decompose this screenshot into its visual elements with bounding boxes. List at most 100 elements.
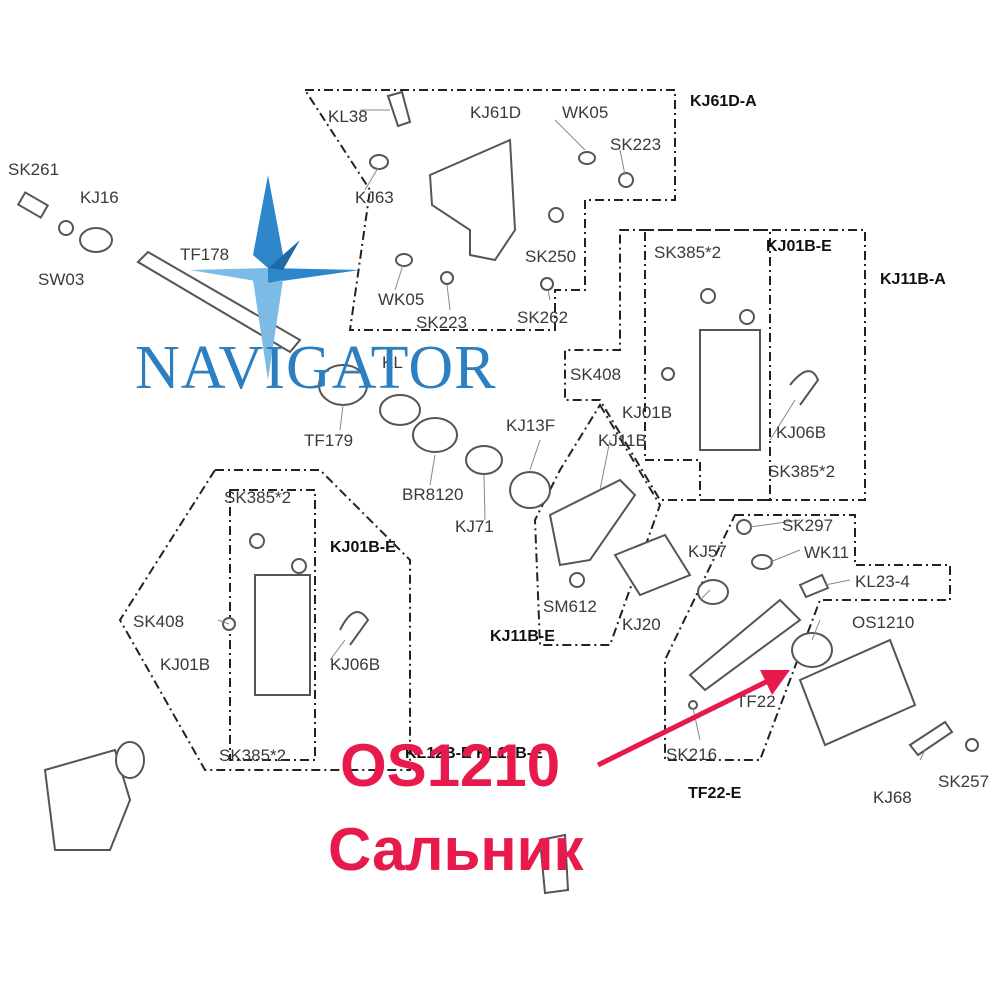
group-label-kj11b-a: KJ11B-A bbox=[880, 271, 946, 288]
group-label-tf22-e: TF22-E bbox=[688, 785, 742, 802]
plate-kl38 bbox=[386, 90, 412, 128]
washer-wk05-bottom bbox=[395, 253, 413, 267]
label-kj06b-top: KJ06B bbox=[776, 423, 826, 442]
group-outline-kj11b-e bbox=[533, 403, 662, 646]
plate-kl23-4 bbox=[798, 573, 830, 599]
label-sk223-bottom: SK223 bbox=[416, 313, 467, 332]
screw-sk223-top bbox=[618, 172, 634, 188]
washer-unlabeled bbox=[379, 394, 421, 426]
screw-sk385-top-b bbox=[739, 309, 755, 325]
part-kj63 bbox=[369, 154, 389, 170]
label-sm612: SM612 bbox=[543, 597, 597, 616]
housing-bottom-left bbox=[43, 748, 132, 851]
group-label-kj11b-e: KJ11B-E bbox=[490, 628, 555, 645]
label-wk11: WK11 bbox=[804, 543, 849, 562]
washer-sw03 bbox=[58, 220, 74, 236]
label-kl-partial: KL bbox=[382, 353, 403, 372]
group-outline-tf22-e bbox=[664, 514, 951, 761]
group-outline-kj01b-e-left bbox=[229, 489, 316, 761]
label-kj68: KJ68 bbox=[873, 788, 912, 807]
clamp-kj01b-top bbox=[699, 329, 761, 451]
label-os1210: OS1210 bbox=[852, 613, 914, 632]
label-sk385-top-a: SK385*2 bbox=[654, 243, 721, 262]
label-sk261: SK261 bbox=[8, 160, 59, 179]
label-kj01b-left: KJ01B bbox=[160, 655, 210, 674]
label-kj16: KJ16 bbox=[80, 188, 119, 207]
group-outline-kj61d-a bbox=[303, 89, 676, 331]
label-sk385-left-a: SK385*2 bbox=[224, 488, 291, 507]
label-sw03: SW03 bbox=[38, 270, 84, 289]
shaft-end-bottom-left bbox=[115, 741, 145, 779]
label-kj11b: KJ11B bbox=[598, 431, 647, 450]
screw-sk216 bbox=[688, 700, 698, 710]
label-kj63: KJ63 bbox=[355, 188, 394, 207]
screw-sk257 bbox=[965, 738, 979, 752]
label-sk262: SK262 bbox=[517, 308, 568, 327]
group-label-kj01b-e-left: KJ01B-E bbox=[330, 539, 396, 556]
screw-sk261 bbox=[16, 191, 50, 219]
group-outline-kj11b-a bbox=[564, 229, 866, 501]
label-sk257: SK257 bbox=[938, 772, 989, 791]
label-wk05-top: WK05 bbox=[562, 103, 608, 122]
washer-wk11 bbox=[751, 554, 773, 570]
screw-sk385-left-b bbox=[291, 558, 307, 574]
main-shaft bbox=[136, 250, 302, 354]
washer-kj57 bbox=[697, 579, 729, 605]
bracket-kj61d bbox=[428, 138, 517, 262]
pin-kj20 bbox=[613, 533, 692, 597]
group-label-kj61d-a: KJ61D-A bbox=[690, 93, 757, 110]
oil-seal-os1210 bbox=[791, 632, 833, 668]
washer-wk05-top bbox=[578, 151, 596, 165]
label-kl38: KL38 bbox=[328, 107, 368, 126]
label-kj01b-top: KJ01B bbox=[622, 403, 672, 422]
leader-lines bbox=[217, 109, 926, 761]
washer-kj16 bbox=[79, 227, 113, 253]
label-sk385-left-b: SK385*2 bbox=[219, 746, 286, 765]
label-kj61d: KJ61D bbox=[470, 103, 521, 122]
callout-arrow-shaft bbox=[596, 677, 772, 768]
clamp-kj01b-left bbox=[254, 574, 311, 696]
label-sk216: SK216 bbox=[666, 745, 717, 764]
label-wk05-bottom: WK05 bbox=[378, 290, 424, 309]
screw-sk250 bbox=[548, 207, 564, 223]
label-kj06b-left: KJ06B bbox=[330, 655, 380, 674]
group-label-kj01b-e-top: KJ01B-E bbox=[766, 238, 832, 255]
callout-arrowhead-icon bbox=[760, 670, 790, 695]
screw-sk262 bbox=[540, 277, 554, 291]
screw-sk223-bottom bbox=[440, 271, 454, 285]
label-sk250: SK250 bbox=[525, 247, 576, 266]
screw-sk408-top bbox=[661, 367, 675, 381]
label-br8120: BR8120 bbox=[402, 485, 463, 504]
washer-kj71 bbox=[465, 445, 503, 475]
label-kj71: KJ71 bbox=[455, 517, 494, 536]
callout-description: Сальник bbox=[328, 816, 585, 883]
callout-code: OS1210 bbox=[340, 732, 560, 799]
label-kj13f: KJ13F bbox=[506, 416, 555, 435]
group-label-kl12b-e: KL12B-E KL12B-E bbox=[405, 745, 543, 762]
spring-kj06b-left bbox=[339, 611, 370, 646]
screw-sk297 bbox=[736, 519, 752, 535]
label-sk385-top-b: SK385*2 bbox=[768, 462, 835, 481]
screw-sm612 bbox=[569, 572, 585, 588]
bearing-br8120 bbox=[412, 417, 458, 453]
label-sk408-top: SK408 bbox=[570, 365, 621, 384]
label-tf179: TF179 bbox=[304, 431, 353, 450]
label-sk408-left: SK408 bbox=[133, 612, 184, 631]
group-outline-left-big bbox=[118, 469, 411, 771]
label-sk223-top: SK223 bbox=[610, 135, 661, 154]
screw-sk385-top-a bbox=[700, 288, 716, 304]
lever-kj11b bbox=[548, 478, 637, 567]
compass-star-icon bbox=[190, 175, 360, 380]
part-kj68 bbox=[908, 720, 954, 757]
callout-annotation: OS1210 Сальник bbox=[328, 670, 790, 883]
bushing-kj13f bbox=[509, 471, 551, 509]
label-kj20: KJ20 bbox=[622, 615, 661, 634]
label-kj57: KJ57 bbox=[688, 542, 727, 561]
label-sk297: SK297 bbox=[782, 516, 833, 535]
navigator-logo: NAVIGATOR bbox=[135, 175, 497, 402]
logo-wordmark: NAVIGATOR bbox=[135, 334, 497, 402]
pin-bottom-center bbox=[538, 833, 570, 895]
label-tf22: TF22 bbox=[736, 692, 776, 711]
